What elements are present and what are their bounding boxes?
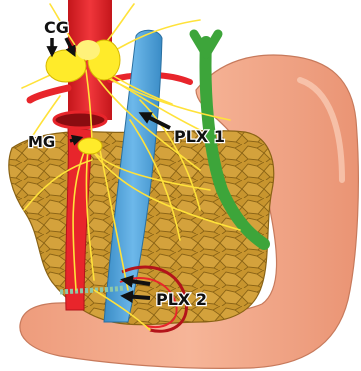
label-cg: CG xyxy=(44,18,69,37)
label-plx2: PLX 2 xyxy=(156,290,207,309)
label-plx1: PLX 1 xyxy=(174,127,225,146)
celiac-branch-left xyxy=(30,88,68,100)
arrow-plx2-lower xyxy=(124,296,150,298)
mesenteric-ganglion xyxy=(78,138,102,154)
label-mg: MG xyxy=(28,133,55,151)
aorta-cut-end xyxy=(54,112,106,128)
